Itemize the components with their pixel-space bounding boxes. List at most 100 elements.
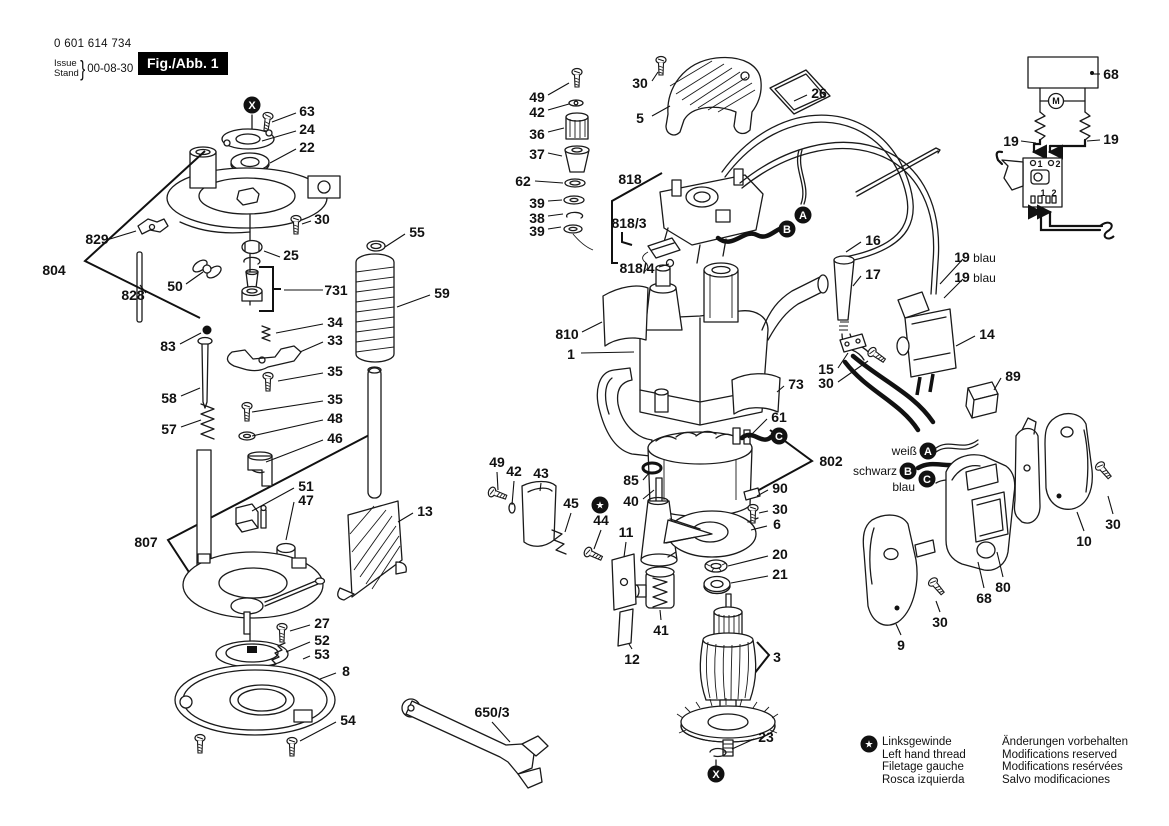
leader-line bbox=[794, 95, 807, 101]
leader-line bbox=[300, 342, 323, 352]
cover-plate-73 bbox=[732, 374, 780, 414]
part-callout-30: 30 bbox=[314, 211, 330, 227]
part-callout-54: 54 bbox=[340, 712, 356, 728]
leader-line bbox=[548, 227, 561, 229]
leader-line bbox=[643, 490, 654, 499]
part-callout-63: 63 bbox=[299, 103, 315, 119]
part-callout-39: 39 bbox=[529, 223, 545, 239]
part-callout-21: 21 bbox=[772, 566, 788, 582]
leader-line bbox=[978, 562, 984, 588]
part-callout-36: 36 bbox=[529, 126, 545, 142]
leader-line bbox=[759, 511, 768, 513]
leader-line bbox=[181, 388, 200, 396]
bearing-21 bbox=[704, 577, 730, 594]
part-callout-49: 49 bbox=[529, 89, 545, 105]
part-callout-19: 19 blau bbox=[954, 249, 996, 265]
leader-line bbox=[535, 181, 563, 183]
wire-legend-marker-b bbox=[899, 462, 917, 480]
part-callout-20: 20 bbox=[772, 546, 788, 562]
part-callout-17: 17 bbox=[865, 266, 881, 282]
leader-line bbox=[1087, 140, 1100, 141]
part-callout-19: 19 bbox=[1003, 133, 1019, 149]
handle-shell-10 bbox=[1045, 414, 1092, 510]
leader-line bbox=[1077, 512, 1084, 531]
wire-marker-b-glyph: B bbox=[783, 224, 791, 236]
leader-line bbox=[777, 386, 784, 392]
leader-line bbox=[276, 324, 323, 333]
depth-rod-58 bbox=[202, 344, 208, 408]
part-callout-829: 829 bbox=[85, 231, 109, 247]
leader-line bbox=[548, 153, 562, 156]
carbon-brush-11 bbox=[612, 554, 636, 610]
legend-line: Modifications reserved bbox=[1002, 748, 1118, 761]
armature-3 bbox=[677, 594, 778, 766]
part-callout-57: 57 bbox=[161, 421, 177, 437]
ball-83 bbox=[202, 325, 212, 335]
leader-line bbox=[548, 214, 563, 216]
part-callout-55: 55 bbox=[409, 224, 425, 240]
power-cord-2 bbox=[853, 356, 933, 422]
part-callout-23: 23 bbox=[758, 729, 774, 745]
part-callout-12: 12 bbox=[624, 651, 640, 667]
leader-line bbox=[186, 272, 203, 284]
part-callout-30: 30 bbox=[932, 614, 948, 630]
bracket-89 bbox=[966, 382, 998, 418]
part-callout-25: 25 bbox=[283, 247, 299, 263]
leader-line bbox=[997, 552, 1003, 577]
leader-line bbox=[643, 472, 650, 480]
part-callout-73: 73 bbox=[788, 376, 804, 392]
brush-plate-12 bbox=[618, 609, 633, 646]
switch-symbol bbox=[997, 152, 1062, 207]
switch-14 bbox=[897, 292, 956, 395]
leader-line bbox=[732, 739, 754, 749]
leader-line bbox=[252, 420, 323, 436]
part-callout-818-3: 818/3 bbox=[611, 215, 646, 231]
part-callout-13: 13 bbox=[417, 503, 433, 519]
cable-black-b bbox=[718, 227, 785, 242]
pin-47 bbox=[261, 510, 266, 528]
wrench-open-jaw bbox=[518, 736, 548, 788]
part-callout-80: 80 bbox=[995, 579, 1011, 595]
wire-legend-marker-a-glyph: A bbox=[924, 446, 932, 458]
leader-line bbox=[594, 530, 601, 549]
cord-squiggle bbox=[1100, 223, 1114, 239]
leader-line bbox=[731, 576, 768, 583]
legend-right-column: Änderungen vorbehalten Modifications res… bbox=[1002, 736, 1169, 786]
leader-line bbox=[398, 513, 413, 522]
knurled-nut-36 bbox=[566, 113, 588, 139]
wire-marker-c-glyph: C bbox=[775, 431, 783, 443]
grip-strip bbox=[1014, 418, 1040, 523]
part-callout-49: 49 bbox=[489, 454, 505, 470]
leader-line bbox=[278, 373, 323, 381]
leader-line bbox=[1021, 141, 1036, 143]
leader-line bbox=[548, 200, 562, 201]
leader-line bbox=[936, 601, 940, 612]
leader-line bbox=[320, 673, 336, 679]
leader-line bbox=[940, 259, 963, 284]
legend-line: Änderungen vorbehalten bbox=[1002, 736, 1128, 748]
spring-housing-41 bbox=[633, 567, 674, 608]
leader-line bbox=[270, 149, 296, 163]
leader-line bbox=[180, 333, 201, 344]
part-callout-14: 14 bbox=[979, 326, 995, 342]
turret-stop-parts bbox=[227, 326, 301, 564]
part-callout-3: 3 bbox=[773, 649, 781, 665]
part-callout-30: 30 bbox=[818, 375, 834, 391]
part-callout-10: 10 bbox=[1076, 533, 1092, 549]
leader-line bbox=[264, 251, 280, 257]
part-callout-89: 89 bbox=[1005, 368, 1021, 384]
legend-line: Modifications resérvées bbox=[1002, 761, 1123, 773]
part-callout-9: 9 bbox=[897, 637, 905, 653]
leader-line bbox=[385, 234, 405, 247]
wing-nut-50 bbox=[191, 258, 223, 281]
bearing-plate-6 bbox=[664, 511, 758, 557]
part-callout-2: 2 bbox=[1055, 159, 1060, 169]
part-callout-22: 22 bbox=[299, 139, 315, 155]
stop-block-46 bbox=[248, 452, 272, 486]
part-callout-1: 1 bbox=[1040, 188, 1045, 198]
part-callout-68: 68 bbox=[976, 590, 992, 606]
leader-line bbox=[272, 113, 296, 122]
part-callout-50: 50 bbox=[167, 278, 183, 294]
spindle-small-parts bbox=[564, 67, 593, 251]
